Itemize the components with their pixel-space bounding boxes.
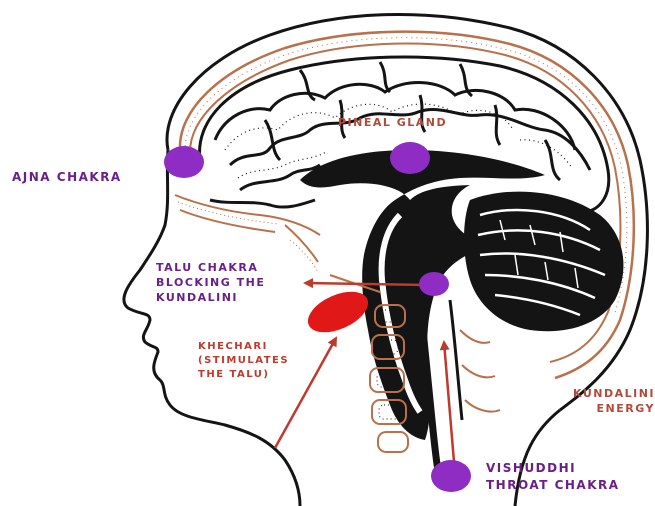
kundalini-energy-label: KUNDALINI ENERGY bbox=[550, 386, 655, 416]
talu-line-1: TALU CHAKRA bbox=[156, 260, 265, 275]
talu-line-3: KUNDALINI bbox=[156, 290, 265, 305]
vishuddhi-line-2: THROAT CHAKRA bbox=[486, 477, 620, 494]
kundalini-arrow bbox=[444, 342, 454, 462]
khechari-line-3: THE TALU) bbox=[198, 368, 289, 382]
ajna-chakra-dot bbox=[164, 146, 204, 178]
vishuddhi-line-1: VISHUDDHI bbox=[486, 460, 620, 477]
kundalini-line-2: ENERGY bbox=[550, 401, 655, 416]
khechari-line-2: (STIMULATES bbox=[198, 354, 289, 368]
kundalini-line-1: KUNDALINI bbox=[550, 386, 655, 401]
khechari-line-1: KHECHARI bbox=[198, 340, 289, 354]
vishuddhi-chakra-dot bbox=[431, 460, 471, 492]
pineal-gland-label: PINEAL GLAND bbox=[338, 115, 447, 130]
vishuddhi-chakra-label: VISHUDDHI THROAT CHAKRA bbox=[486, 460, 620, 494]
talu-line-2: BLOCKING THE bbox=[156, 275, 265, 290]
talu-chakra-dot bbox=[419, 272, 449, 296]
cerebellum bbox=[464, 192, 623, 332]
ajna-chakra-label: AJNA CHAKRA bbox=[12, 170, 122, 185]
talu-chakra-label: TALU CHAKRA BLOCKING THE KUNDALINI bbox=[156, 260, 265, 305]
pineal-gland-dot bbox=[390, 142, 430, 174]
spinal-channel bbox=[450, 300, 462, 420]
khechari-label: KHECHARI (STIMULATES THE TALU) bbox=[198, 340, 289, 382]
